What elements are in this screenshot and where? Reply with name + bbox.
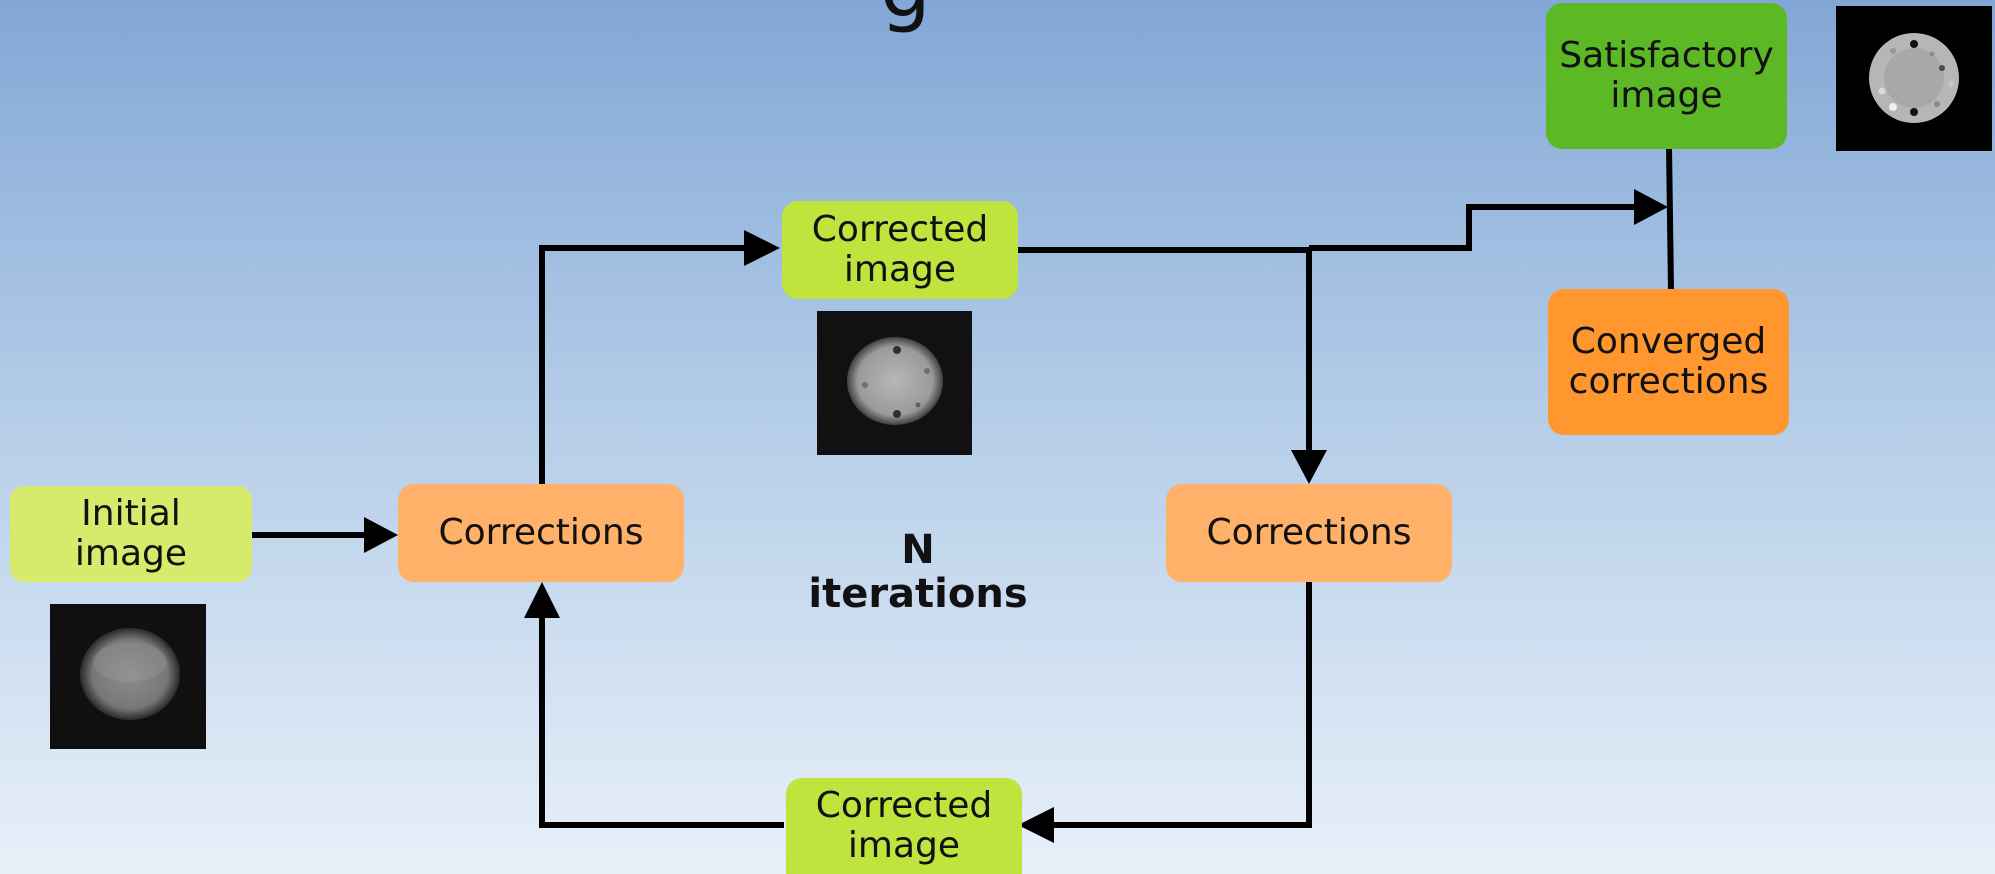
arrow-corrected-bottom-to-corrections [524,582,784,828]
arrow-corrections-to-corrected-bottom [1018,580,1312,843]
converged-corrections-label: Converged corrections [1568,321,1769,402]
corrected-image-top-label: Corrected image [811,209,989,290]
converged-link [1666,145,1674,291]
corrections-box-right: Corrections [1166,484,1452,582]
satisfactory-image-box: Satisfactory image [1546,3,1787,149]
corrected-image-box-bottom: Corrected image [786,778,1022,874]
arrow-to-satisfactory [1309,189,1668,251]
ct-phantom-blurry-icon [50,604,206,749]
ct-phantom-sharp-icon [1836,6,1992,151]
corrections-box-left: Corrections [398,484,684,582]
ct-phantom-partial-icon [817,311,972,455]
iterations-label: N iterations [808,527,1028,617]
initial-image-label: Initial image [74,493,188,574]
satisfactory-image-label: Satisfactory image [1559,35,1774,116]
arrow-corrections-to-corrected-top [539,230,780,484]
initial-image-box: Initial image [10,486,252,582]
corrected-image-box-top: Corrected image [782,201,1018,299]
ct-phantom-blurry-icon-svg [50,604,206,749]
ct-phantom-partial-icon-svg [817,311,972,455]
title-fragment: g [880,0,931,35]
corrections-left-label: Corrections [438,512,644,553]
corrected-image-bottom-label: Corrected image [815,785,993,866]
corrections-right-label: Corrections [1206,512,1412,553]
arrow-corrected-top-to-corrections [1018,247,1327,484]
converged-corrections-box: Converged corrections [1548,289,1789,435]
ct-phantom-sharp-icon-svg [1836,6,1992,151]
arrow-initial-to-corrections [252,517,398,553]
